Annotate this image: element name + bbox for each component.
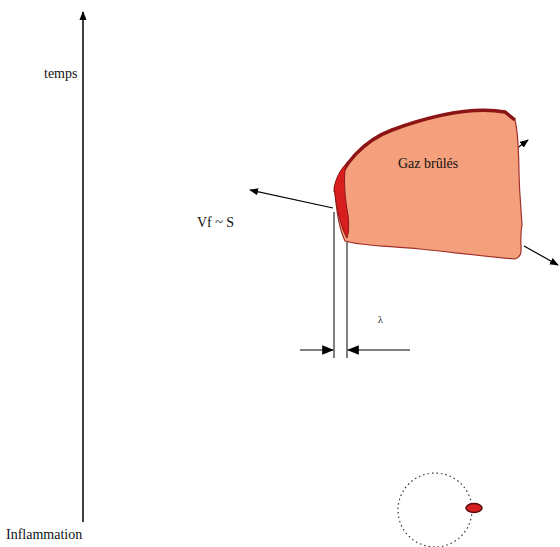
region-label: Gaz brûlés	[398, 156, 458, 171]
extension-line	[334, 212, 335, 358]
flame-front	[335, 110, 515, 192]
annotation: Inflammation	[6, 527, 82, 542]
dimension-arrow	[300, 349, 333, 350]
burnt-gas-region: Gaz brûlés	[328, 100, 532, 266]
blob-outline	[328, 100, 532, 266]
dimension-arrow	[348, 349, 410, 350]
annotation: λ	[378, 314, 383, 325]
flame-front	[334, 164, 349, 238]
speed-arrow	[250, 190, 333, 208]
time-axis	[82, 12, 84, 522]
annotation: temps	[44, 66, 77, 81]
speed-arrow	[524, 246, 558, 265]
ignition-spark	[466, 504, 482, 513]
kernel-circle	[398, 473, 472, 547]
burnt-gas-fill	[335, 110, 522, 259]
annotation: Vf ~ S	[197, 215, 234, 230]
